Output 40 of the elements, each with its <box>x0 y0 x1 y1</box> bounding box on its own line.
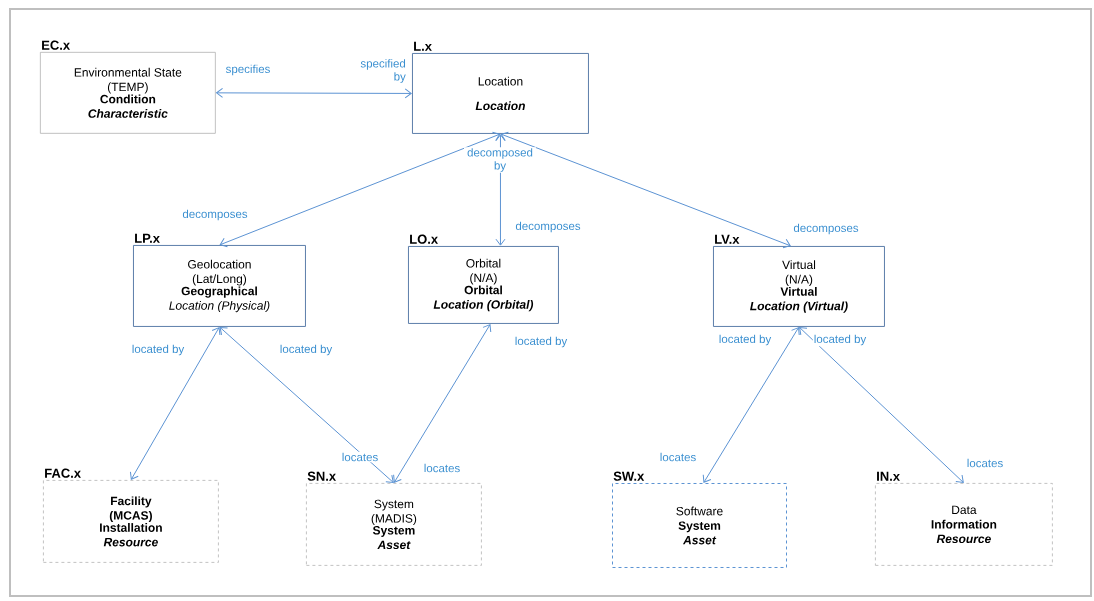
edge-label: specifies <box>224 63 272 77</box>
entity-box: Software System Asset <box>612 483 787 568</box>
entity-box: Environmental State (TEMP) Condition Characteristic <box>40 52 216 134</box>
end-label: located by <box>513 335 569 349</box>
entity-id: FAC.x <box>45 468 81 478</box>
edge-label: decomposes <box>181 208 249 222</box>
entity-box: System (MADIS) System Asset <box>306 483 482 566</box>
entity-id: IN.x <box>877 471 900 481</box>
entity-id: LP.x <box>135 233 160 243</box>
end-label: located by <box>278 343 334 357</box>
entity-id: LV.x <box>715 234 740 244</box>
entity-box: Geolocation (Lat/Long) Geographical Location (Physical) <box>133 245 306 327</box>
entity-id: SN.x <box>307 471 336 481</box>
arrow <box>219 326 394 483</box>
edge-label: decomposes <box>514 220 582 234</box>
edge-label: locates <box>340 451 380 463</box>
arrow <box>393 324 492 483</box>
arrow <box>129 327 221 480</box>
arrow <box>216 87 412 99</box>
arrow <box>799 326 964 483</box>
entity-box: Data Information Resource <box>875 483 1053 566</box>
entity-id: SW.x <box>613 471 645 481</box>
entity-box: Orbital (N/A) Orbital Location (Orbital) <box>408 246 559 324</box>
edge-label: locates <box>422 462 462 474</box>
arrow <box>500 131 791 249</box>
arrow <box>702 327 800 483</box>
entity-box: Virtual (N/A) Virtual Location (Virtual) <box>713 246 885 327</box>
end-label: located by <box>812 333 868 347</box>
end-label: specified by <box>354 58 407 84</box>
entity-box: Location Location <box>412 53 589 134</box>
edge-label: locates <box>965 457 1005 469</box>
arrow <box>219 131 501 248</box>
entity-id: LO.x <box>410 234 438 244</box>
edge-label: located by <box>130 343 186 357</box>
end-label: decomposed by <box>464 147 536 173</box>
entity-id: EC.x <box>42 40 70 50</box>
edge-label: locates <box>658 451 698 463</box>
edge-label: decomposes <box>792 222 860 236</box>
entity-box: Facility (MCAS) Installation Resource <box>43 480 219 563</box>
entity-id: L.x <box>414 41 432 51</box>
